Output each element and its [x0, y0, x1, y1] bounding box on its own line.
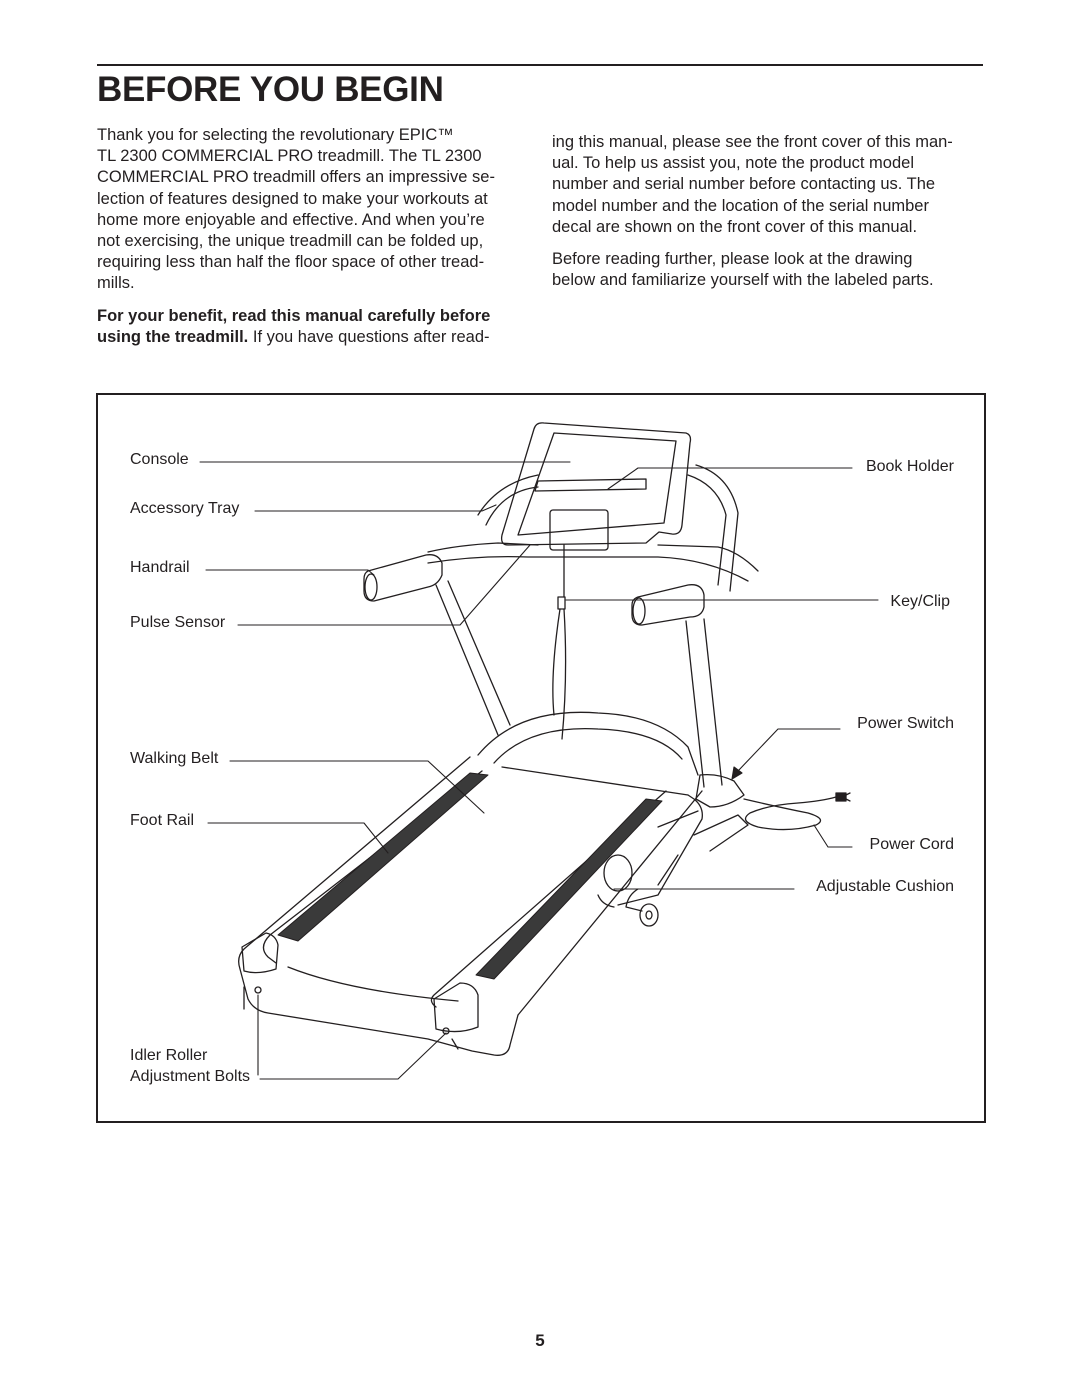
text-line: mills. [97, 274, 135, 293]
text-line: using the treadmill. If you have questio… [97, 327, 527, 348]
label-book-holder: Book Holder [865, 458, 954, 475]
deck-drawing [238, 756, 703, 1056]
intro-paragraph-3: ing this manual, please see the front co… [552, 132, 984, 238]
bold-instruction: For your benefit, read this manual caref… [97, 306, 491, 325]
text-line: lection of features designed to make you… [97, 189, 488, 208]
intro-paragraph-4: Before reading further, please look at t… [552, 249, 984, 291]
intro-paragraph-2: For your benefit, read this manual caref… [97, 306, 527, 348]
text-line: ing this manual, please see the front co… [552, 133, 953, 151]
text-line: requiring less than half the floor space… [97, 253, 485, 272]
power-cord-drawing [743, 792, 851, 831]
label-pulse-sensor: Pulse Sensor [130, 614, 226, 631]
text-line: For your benefit, read this manual caref… [97, 306, 527, 327]
text-line: home more enjoyable and effective. And w… [97, 210, 485, 229]
console-drawing [500, 422, 692, 551]
label-key-clip: Key/Clip [890, 593, 950, 610]
label-adjustment-bolts: Adjustment Bolts [130, 1068, 251, 1085]
instruction-tail: If you have questions after read- [248, 327, 490, 346]
label-power-cord: Power Cord [869, 836, 954, 853]
label-accessory-tray: Accessory Tray [130, 500, 240, 517]
label-adjustable-cushion: Adjustable Cushion [816, 878, 954, 895]
label-idler-roller: Idler Roller [130, 1047, 208, 1064]
text-line: COMMERCIAL PRO treadmill offers an impre… [97, 168, 495, 187]
text-line: ual. To help us assist you, note the pro… [552, 154, 915, 173]
text-line: model number and the location of the ser… [552, 196, 929, 215]
handrail-drawing [363, 464, 759, 626]
treadmill-illustration [199, 422, 879, 1080]
label-power-switch: Power Switch [857, 715, 954, 732]
page-number: 5 [535, 1331, 545, 1350]
base-drawing [597, 810, 749, 927]
label-walking-belt: Walking Belt [130, 750, 219, 767]
header-rule [97, 64, 983, 66]
bold-instruction: using the treadmill. [97, 327, 249, 346]
text-line: TL 2300 COMMERCIAL PRO treadmill. The TL… [97, 147, 482, 166]
text-line: not exercising, the unique treadmill can… [97, 232, 484, 251]
motor-hood-drawing [477, 711, 699, 776]
upright-drawing [435, 580, 745, 808]
intro-left-column: Thank you for selecting the revolutionar… [97, 125, 527, 359]
label-console: Console [130, 451, 189, 468]
key-clip-drawing [552, 544, 567, 740]
text-line: Before reading further, please look at t… [552, 250, 913, 269]
text-line: decal are shown on the front cover of th… [552, 217, 918, 236]
leader-lines [199, 461, 879, 1080]
intro-paragraph-1: Thank you for selecting the revolutionar… [97, 125, 527, 295]
page-title: BEFORE YOU BEGIN [97, 70, 444, 109]
label-handrail: Handrail [130, 559, 190, 576]
treadmill-parts-diagram: Console Accessory Tray Handrail Pulse Se… [96, 393, 986, 1123]
text-line: Thank you for selecting the revolutionar… [97, 126, 454, 144]
text-line: below and familiarize yourself with the … [552, 271, 934, 290]
text-line: number and serial number before contacti… [552, 175, 936, 194]
label-foot-rail: Foot Rail [130, 812, 195, 829]
intro-right-column: ing this manual, please see the front co… [552, 132, 984, 302]
